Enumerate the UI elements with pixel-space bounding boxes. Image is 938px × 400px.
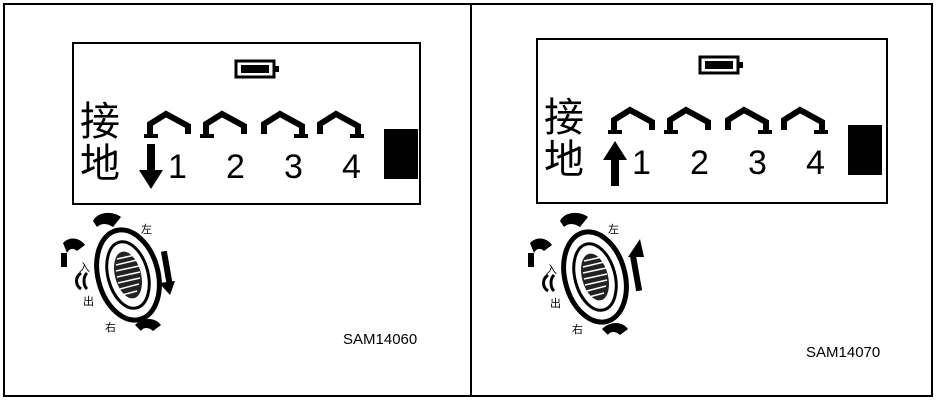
dial-label: 出: [550, 296, 561, 310]
lift-icon: [725, 106, 772, 134]
channel-number: 4: [806, 144, 825, 182]
lcd-display: 接 地 1 2 3 4: [536, 38, 888, 204]
dial-label: 左: [608, 223, 619, 236]
lift-icon: [144, 110, 191, 138]
figure-code: SAM14060: [343, 331, 418, 348]
lift-icon: [608, 106, 655, 134]
lcd-label-char-1: 接: [544, 95, 584, 141]
figure-code: SAM14070: [806, 344, 881, 361]
channel-number: 1: [632, 144, 651, 182]
lift-icon: [317, 110, 364, 138]
dial-label: 左: [141, 223, 152, 236]
lift-icon: [200, 110, 247, 138]
lcd-label-char-1: 接: [80, 99, 120, 145]
up-arrow-icon: [603, 141, 627, 186]
dial-label: 右: [105, 320, 116, 334]
lift-icon: [664, 106, 711, 134]
control-dial-illustration: 左 入 出 右: [528, 212, 644, 336]
lcd-display: 接 地 1 2 3 4: [72, 42, 421, 205]
lift-icon: [781, 106, 828, 134]
dial-label: 入: [546, 263, 557, 276]
channel-number: 2: [690, 144, 709, 182]
lift-icon: [261, 110, 308, 138]
channel-number: 2: [226, 148, 245, 186]
panel-left: 接 地 1 2 3 4: [3, 3, 468, 397]
block-indicator: [384, 129, 418, 179]
channel-number: 1: [168, 148, 187, 186]
battery-icon: [234, 59, 279, 79]
down-arrow-icon: [139, 144, 163, 189]
dial-label: 入: [79, 261, 90, 274]
figure-frame: [3, 3, 933, 397]
channel-number: 3: [748, 144, 767, 182]
dial-label: 出: [83, 294, 94, 308]
lcd-label-char-2: 地: [544, 137, 584, 183]
battery-icon: [698, 55, 743, 75]
block-indicator: [848, 125, 882, 175]
channel-number: 3: [284, 148, 303, 186]
channel-number: 4: [342, 148, 361, 186]
dial-label: 右: [572, 322, 583, 336]
panel-right: 接 地 1 2 3 4: [470, 3, 935, 397]
panel-divider: [470, 3, 472, 397]
lcd-label-char-2: 地: [80, 141, 120, 187]
control-dial-illustration: 左 入 出 右: [61, 212, 175, 334]
